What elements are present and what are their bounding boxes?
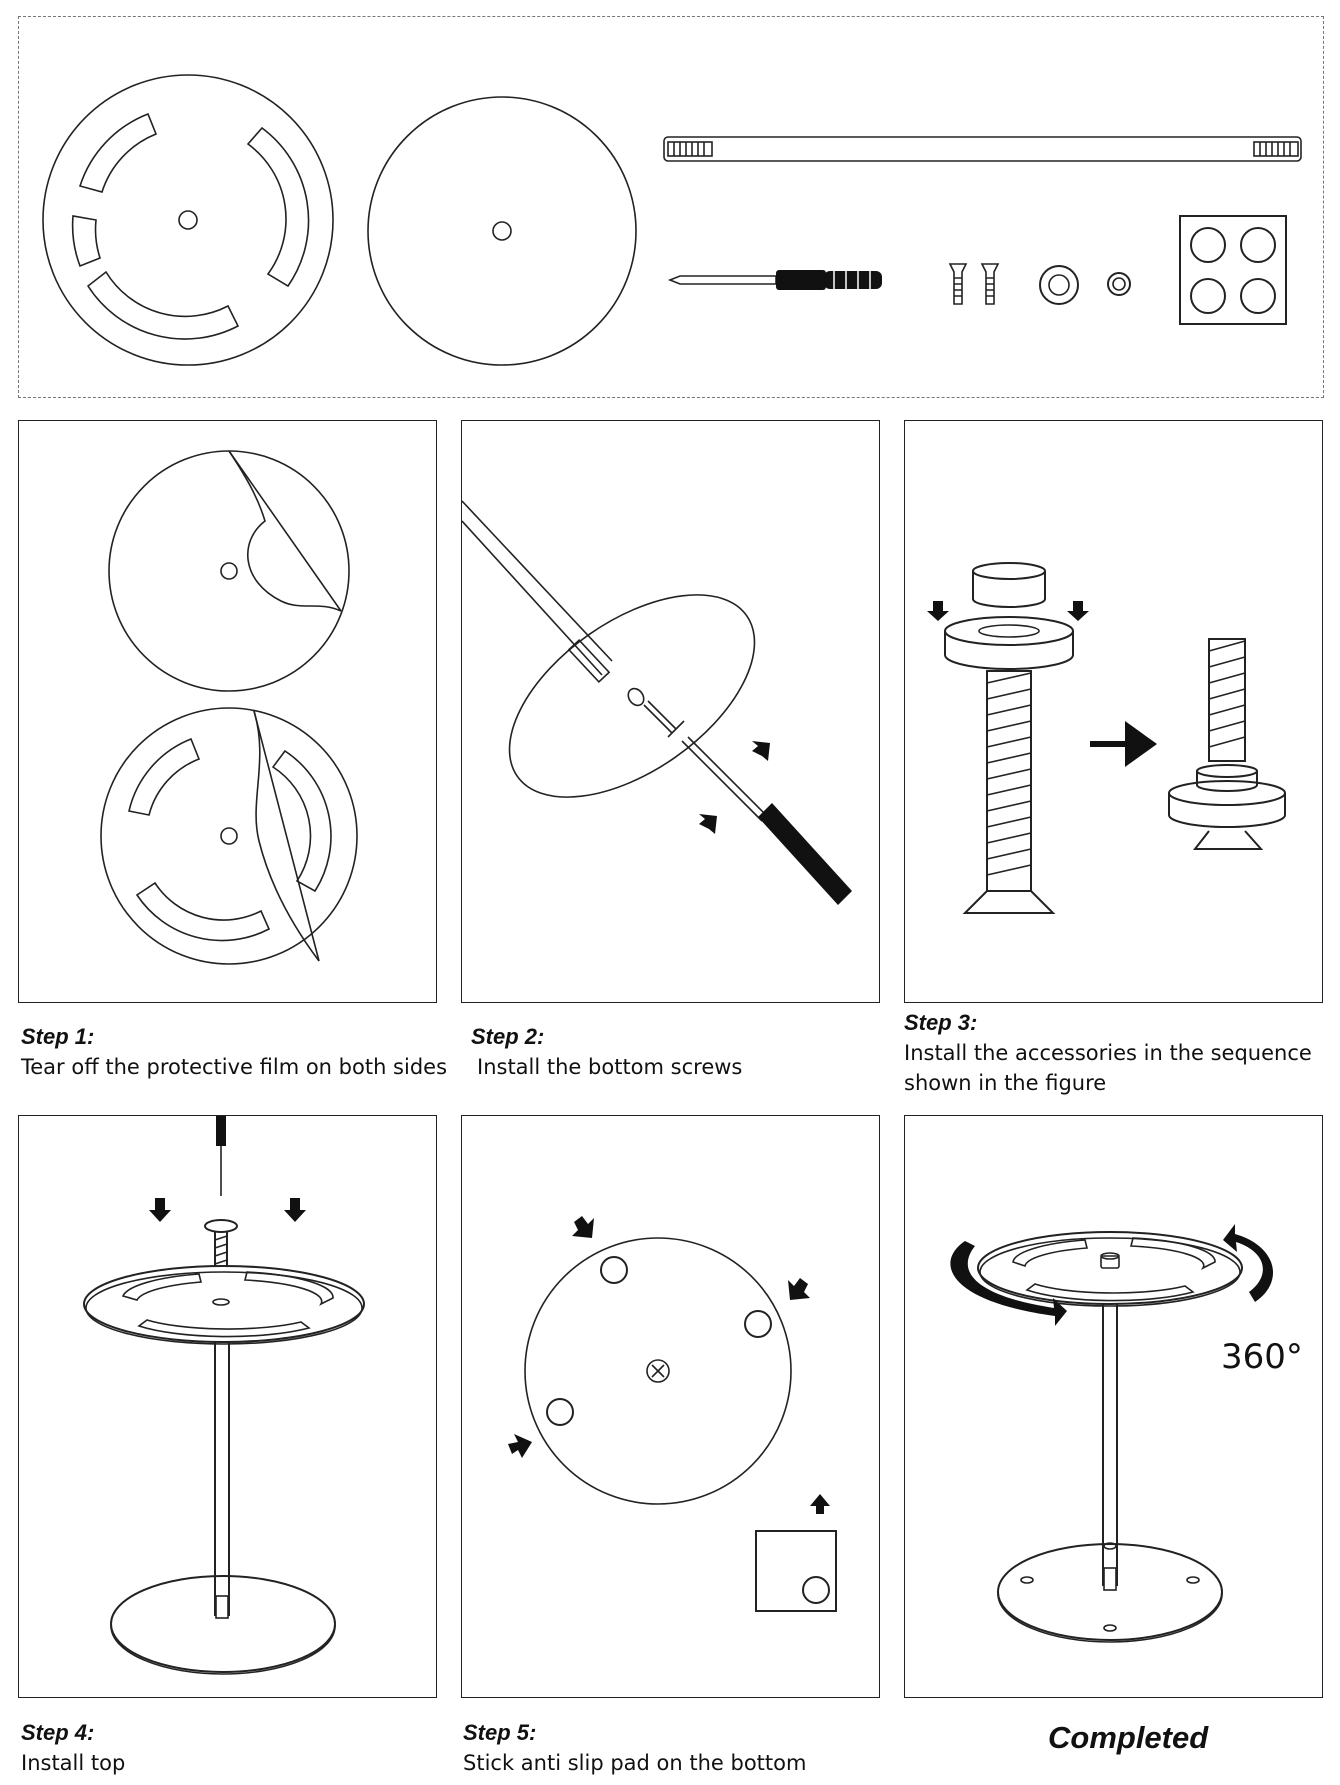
step-2-title: Step 2:: [471, 1024, 545, 1049]
step-2-illustration: [462, 500, 852, 905]
step-1-panel: [18, 420, 437, 1003]
parts-drawing: [42, 74, 1302, 366]
step-2-panel: [461, 420, 880, 1003]
screws-icon: [204, 1219, 238, 1266]
step-5-text: Stick anti slip pad on the bottom: [463, 1751, 807, 1775]
screwdriver-icon: [667, 270, 882, 290]
step-4-title: Step 4:: [21, 1720, 95, 1745]
anti-slip-pads-icon: [1179, 215, 1287, 325]
screwdriver-icon: [216, 1116, 226, 1196]
step-5-illustration: [508, 1216, 837, 1612]
round-disc-icon: [997, 1542, 1223, 1643]
ring-tray-icon: [42, 74, 334, 366]
round-disc-icon: [108, 450, 350, 692]
round-disc-icon: [508, 594, 756, 798]
washers-icon: [1039, 265, 1131, 305]
completed-illustration: 360°: [950, 1224, 1303, 1643]
washers-icon: [944, 562, 1074, 670]
step-1-text: Tear off the protective film on both sid…: [21, 1055, 448, 1079]
arrow-icon: [149, 1198, 306, 1222]
step-5-panel: [461, 1115, 880, 1698]
step-3-text-line1: Install the accessories in the sequence: [904, 1041, 1312, 1065]
screwdriver-icon: [681, 736, 852, 905]
rotation-arrow-icon: [950, 1224, 1274, 1326]
screws-icon: [948, 263, 1000, 305]
completed-label: Completed: [1048, 1720, 1209, 1755]
step-3-illustration: [927, 562, 1286, 914]
rotation-label: 360°: [1221, 1337, 1303, 1377]
washers-icon: [627, 687, 645, 707]
round-disc-icon: [367, 96, 637, 366]
arrow-icon: [699, 741, 770, 834]
arrow-icon: [508, 1216, 830, 1514]
step-1-title: Step 1:: [21, 1024, 95, 1049]
anti-slip-pads-icon: [546, 1256, 837, 1612]
parts-overview: [18, 16, 1324, 398]
step-3-panel: [904, 420, 1323, 1003]
threaded-rod-icon: [1102, 1304, 1118, 1591]
step-4-panel: [18, 1115, 437, 1698]
arrow-icon: [927, 601, 1157, 767]
step-4-text: Install top: [21, 1751, 126, 1775]
threaded-rod-icon: [663, 136, 1302, 162]
step-3-text-line2: shown in the figure: [904, 1071, 1107, 1095]
ring-tray-icon: [100, 707, 358, 965]
step-4-illustration: [83, 1116, 365, 1675]
step-2-text: Install the bottom screws: [477, 1055, 743, 1079]
step-5-title: Step 5:: [463, 1720, 537, 1745]
threaded-rod-icon: [214, 1342, 230, 1619]
threaded-rod-icon: [462, 500, 613, 683]
round-disc-icon: [524, 1237, 792, 1505]
screws-icon: [1168, 638, 1286, 850]
completed-panel: 360°: [904, 1115, 1323, 1698]
step-1-illustration: [100, 450, 358, 965]
ring-tray-icon: [83, 1265, 365, 1345]
screws-icon: [962, 670, 1056, 914]
round-disc-icon: [110, 1575, 336, 1675]
step-3-title: Step 3:: [904, 1010, 978, 1035]
screws-icon: [643, 700, 685, 738]
ring-tray-icon: [977, 1231, 1243, 1307]
